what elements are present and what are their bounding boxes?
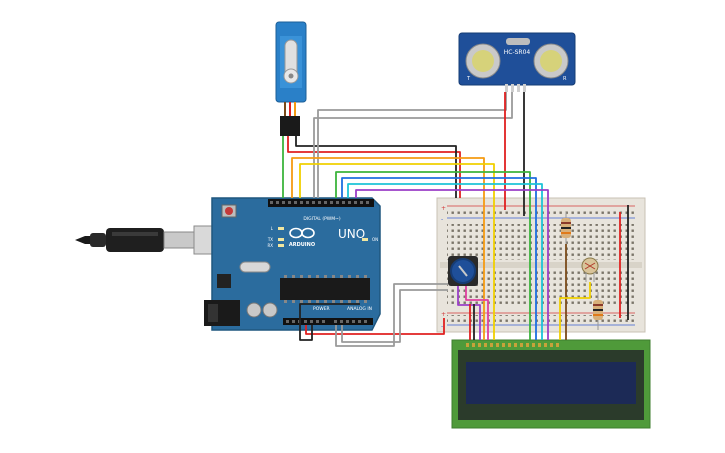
led-label-l: L [271,226,274,231]
resistor-icon[interactable] [593,292,603,330]
sensor-r-mark: R [563,76,567,82]
analog-header-label: ANALOG IN [347,306,372,312]
sensor-model-label: HC-SR04 [504,49,531,56]
potentiometer-icon[interactable] [448,256,478,286]
arduino-uno-board[interactable]: DIGITAL (PWM~) ARDUINO UNO L TX RX ON [204,197,381,331]
arduino-model: UNO [338,227,365,241]
ultrasonic-sensor-icon[interactable]: HC-SR04 T R [458,32,576,92]
wires [282,92,629,347]
lcd-16x2-display[interactable] [451,339,651,429]
rail-plus-top: + [441,205,446,212]
rail-minus-top: - [441,216,443,223]
led-label-rx: RX [267,243,273,248]
resistor-icon[interactable] [561,212,571,244]
servo-connector [280,102,300,136]
rail-minus-bottom: - [441,323,443,330]
lcd-screen [466,362,636,404]
breadboard[interactable]: + - + - [436,197,646,333]
usb-cable-icon [75,225,231,255]
photoresistor-icon[interactable] [581,257,599,282]
rail-plus-bottom: + [441,311,446,318]
sensor-t-mark: T [466,76,471,82]
arduino-logo: ARDUINO [289,227,315,248]
servo-motor-icon[interactable] [275,21,307,103]
led-label-on: ON [372,237,378,242]
digital-header-label: DIGITAL (PWM~) [303,216,341,222]
power-header-label: POWER [313,306,330,312]
led-label-tx: TX [267,237,273,242]
arduino-brand: ARDUINO [289,242,315,248]
